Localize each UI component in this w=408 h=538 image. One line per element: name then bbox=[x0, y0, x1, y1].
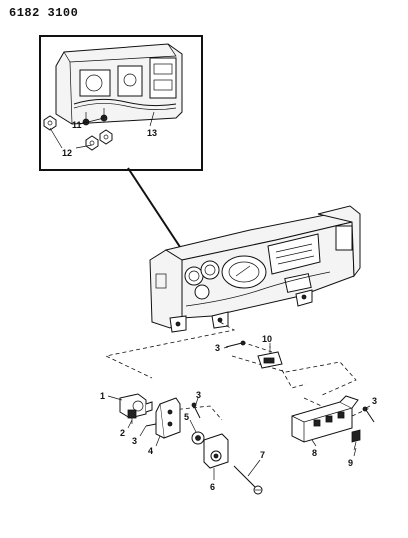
callout-12: 12 bbox=[62, 148, 72, 158]
callout-4: 4 bbox=[148, 446, 153, 456]
part-8-switch-module bbox=[291, 395, 359, 443]
gauge-2 bbox=[200, 260, 220, 280]
callout-10: 10 bbox=[262, 334, 272, 344]
part-7-screw bbox=[233, 465, 263, 495]
document-number: 6182 3100 bbox=[9, 6, 79, 20]
callout-8: 8 bbox=[312, 448, 317, 458]
part-6-dimmer-switch bbox=[203, 433, 229, 469]
callout-3-top: 3 bbox=[215, 343, 220, 353]
instrument-panel-assembly bbox=[149, 205, 361, 333]
callout-3-mid: 3 bbox=[196, 390, 201, 400]
inset-nuts bbox=[43, 115, 113, 151]
gauge-3 bbox=[194, 284, 210, 300]
panel-left-end bbox=[149, 249, 183, 329]
inset-frame bbox=[39, 35, 203, 171]
callout-1: 1 bbox=[100, 391, 105, 401]
callout-11: 11 bbox=[72, 120, 82, 130]
part-9-clip bbox=[351, 429, 361, 451]
part-3-screw-left bbox=[145, 423, 157, 427]
gauge-1 bbox=[184, 266, 204, 286]
part-3-screw-mid bbox=[191, 402, 201, 419]
speedometer bbox=[221, 255, 267, 289]
callout-13: 13 bbox=[147, 128, 157, 138]
inset-detail: 11 12 13 bbox=[39, 35, 203, 171]
callout-9: 9 bbox=[348, 458, 353, 468]
part-4-bracket bbox=[155, 397, 181, 439]
callout-leaders bbox=[107, 343, 371, 480]
callout-labels: 1 2 3 4 3 5 6 7 8 9 10 3 3 bbox=[100, 334, 377, 492]
callout-3-left: 3 bbox=[132, 436, 137, 446]
inset-pointer-line bbox=[127, 167, 183, 251]
part-5-knob bbox=[191, 431, 205, 445]
callout-7: 7 bbox=[260, 450, 265, 460]
callout-5: 5 bbox=[184, 412, 189, 422]
part-10-switch bbox=[257, 346, 283, 369]
part-1-headlamp-switch bbox=[119, 393, 153, 424]
part-3-screw-top bbox=[225, 340, 246, 348]
callout-6: 6 bbox=[210, 482, 215, 492]
panel-right-end bbox=[317, 205, 361, 278]
callout-2: 2 bbox=[120, 428, 125, 438]
callout-3-right: 3 bbox=[372, 396, 377, 406]
part-3-screw-right bbox=[362, 406, 375, 423]
